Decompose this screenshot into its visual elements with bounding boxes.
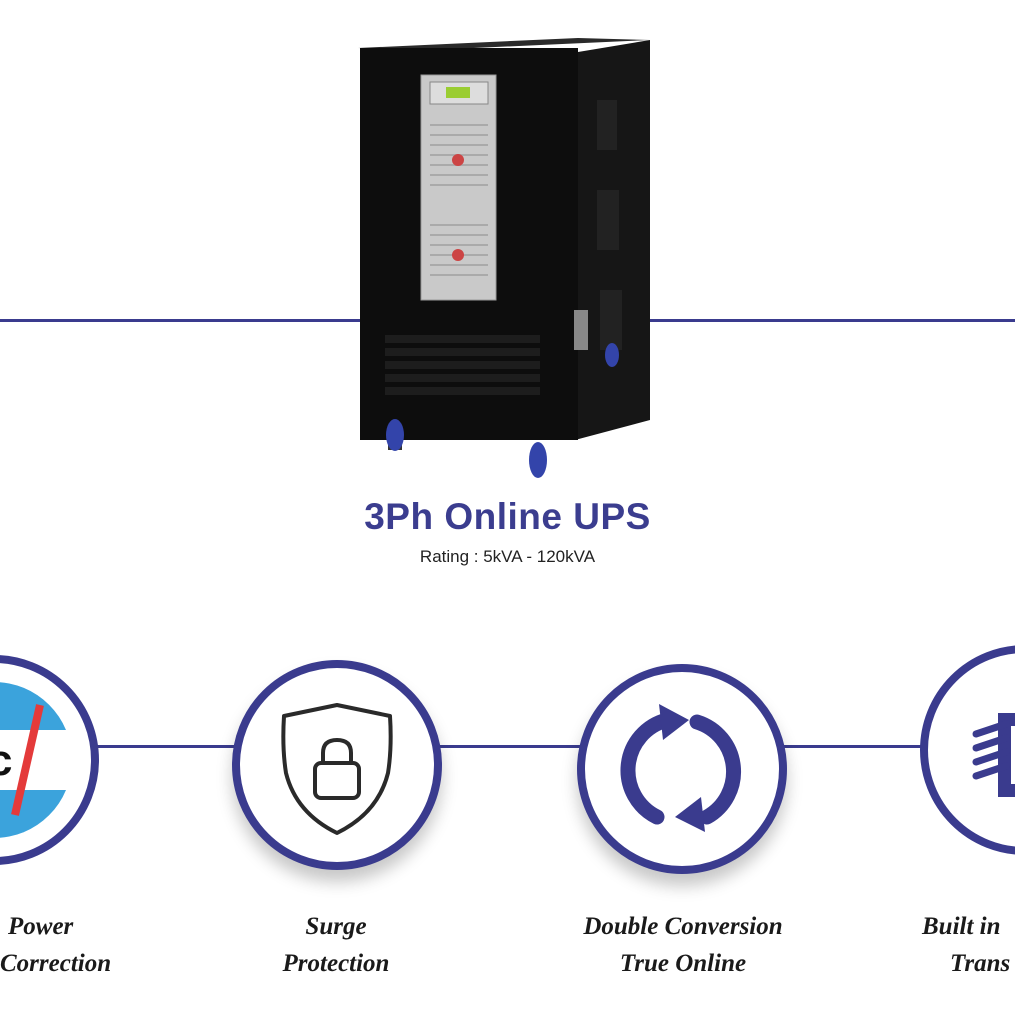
feature-label-line2: Correction <box>0 950 112 977</box>
feature-label-line1: Surge <box>305 913 367 940</box>
connector-line-left <box>0 319 366 322</box>
wheel-icon <box>386 419 404 451</box>
feature-label-line2: Protection <box>282 950 390 977</box>
product-title: 3Ph Online UPS <box>364 496 651 537</box>
transformer-icon <box>972 713 1015 797</box>
feature-label-surge: Surge Protection <box>176 908 496 982</box>
svg-text:c: c <box>0 736 12 785</box>
feature-connector-line <box>0 745 1015 748</box>
feature-circle-transformer <box>920 645 1015 855</box>
feature-label-double-conversion: Double Conversion True Online <box>523 908 843 982</box>
feature-label-line1: Double Conversion <box>583 913 783 940</box>
power-factor-icon: c <box>0 655 99 865</box>
lcd-display <box>446 87 470 98</box>
feature-label-line2: True Online <box>619 950 747 977</box>
feature-label-line1: Built in <box>922 913 1001 940</box>
ups-cabinet-image <box>358 38 650 478</box>
feature-label-line2: Trans <box>950 950 1011 977</box>
connector-line-right <box>638 319 1015 322</box>
refresh-cycle-icon <box>620 704 741 832</box>
side-fan-icon <box>574 310 588 350</box>
wheel-icon <box>529 442 547 478</box>
feature-label-line1: Power <box>8 913 74 940</box>
shield-lock-icon <box>281 703 393 835</box>
feature-label-transformer: Built in Trans <box>880 908 1015 982</box>
feature-circle-double-conversion <box>577 664 787 874</box>
product-rating: Rating : 5kVA - 120kVA <box>419 547 596 566</box>
feature-circle-power-factor: c <box>0 655 99 865</box>
wheel-icon <box>605 343 619 367</box>
feature-label-power-factor: Power Correction <box>0 908 140 982</box>
feature-circle-surge <box>232 660 442 870</box>
